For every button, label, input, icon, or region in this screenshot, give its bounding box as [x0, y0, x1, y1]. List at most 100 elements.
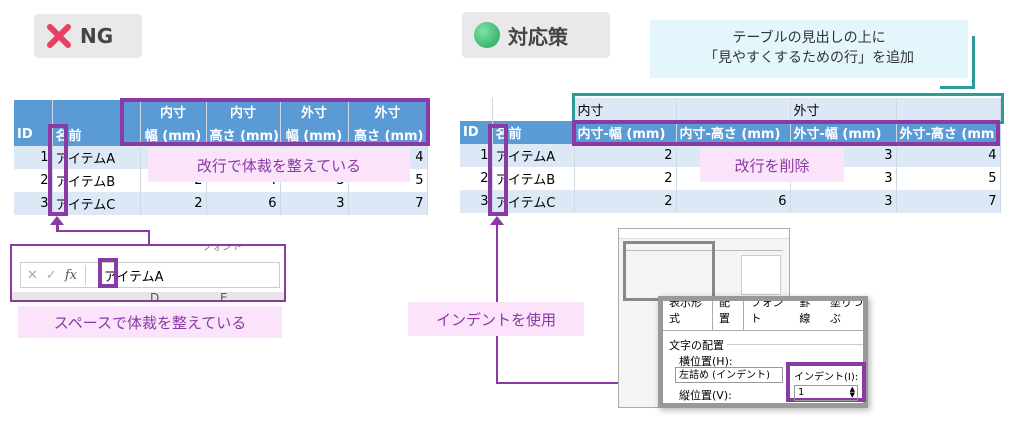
label-indent: インデントを使用 [408, 302, 584, 336]
right-header: ID 名前 内寸-幅 (mm) 内寸-高さ (mm) 外寸-幅 (mm) 外寸-… [460, 121, 1001, 144]
connector-line [56, 222, 59, 232]
left-name-indent-highlight [48, 124, 68, 216]
formula-input[interactable]: アイテムA [103, 269, 164, 285]
table-cell[interactable]: アイテムB [492, 167, 575, 190]
fix-badge: 対応策 [462, 12, 610, 58]
vertical-label: 縦位置(V): [679, 389, 732, 402]
callout-connector [972, 36, 975, 88]
tab-fill[interactable]: 塗りつぶ [829, 296, 864, 325]
col-header-d[interactable]: D [150, 291, 160, 302]
tab-number-format[interactable]: 表示形式 [669, 296, 702, 325]
dialog-tabstrip [623, 243, 783, 251]
left-header-cell: ID [14, 123, 53, 146]
fx-icon[interactable]: fx [64, 267, 77, 283]
table-cell[interactable]: アイテムA [492, 144, 575, 167]
arrow-up-icon [490, 216, 504, 225]
group-cell[interactable]: 外寸 [790, 98, 897, 121]
right-header-highlight [572, 120, 1000, 146]
dialog-titlebar [619, 229, 789, 239]
col-header-e[interactable]: E [220, 291, 228, 302]
right-header-cell: 外寸-高さ (mm) [896, 121, 1001, 144]
callout-line2: 「見やすくするための行」を追加 [704, 50, 914, 66]
formula-bar-row: ✕ ✓ fx アイテムA [20, 262, 280, 288]
left-header-cell: 名前 [52, 123, 141, 146]
right-name-indent-highlight [488, 124, 508, 216]
table-cell[interactable]: アイテムA [52, 146, 141, 169]
group-cell[interactable] [896, 98, 1001, 121]
dialog-zoom-frame [623, 241, 715, 301]
callout-box: テーブルの見出しの上に 「見やすくするための行」を追加 [650, 20, 968, 78]
dialog-tabs: 表示形式 配置 フォント 罫線 塗りつぶ [663, 301, 863, 331]
spinner-arrows-icon[interactable]: ▲▼ [849, 385, 855, 399]
left-header-cell: 幅 (mm) [280, 123, 349, 146]
label-remove-linebreak: 改行を削除 [700, 148, 844, 182]
cancel-icon[interactable]: ✕ [27, 267, 38, 283]
table-cell[interactable]: 7 [896, 190, 1001, 213]
label-space: スペースで体裁を整えている [18, 306, 282, 338]
connector-line [148, 230, 150, 244]
ng-badge: NG [34, 14, 142, 58]
green-circle-icon [474, 22, 500, 48]
left-header-top-cell [52, 100, 141, 123]
table-cell[interactable]: アイテムC [52, 192, 141, 215]
group-cell[interactable] [676, 98, 791, 121]
right-header-cell: 内寸-高さ (mm) [676, 121, 791, 144]
arrow-up-icon [50, 216, 64, 225]
tab-border[interactable]: 罫線 [799, 296, 811, 325]
left-header-top-cell: 外寸 [280, 100, 349, 123]
table-cell[interactable]: 7 [348, 192, 428, 215]
table-row: 3 アイテムC 2 6 3 7 [460, 190, 1001, 213]
right-header-cell: 内寸-幅 (mm) [574, 121, 677, 144]
table-cell[interactable]: アイテムC [492, 190, 575, 213]
ribbon-fragment: フォント [202, 244, 242, 253]
table-cell[interactable]: 1 [14, 146, 53, 169]
cross-icon [47, 24, 71, 48]
label-linebreak: 改行で体裁を整えている [148, 148, 410, 182]
left-header-bottom: ID 名前 幅 (mm) 高さ (mm) 幅 (mm) 高さ (mm) [14, 123, 428, 146]
indent-spinner[interactable]: 1 ▲▼ [794, 385, 858, 401]
table-cell[interactable]: アイテムB [52, 169, 141, 192]
table-cell[interactable]: 3 [790, 190, 897, 213]
table-cell[interactable]: 4 [896, 144, 1001, 167]
right-header-cell: 名前 [492, 121, 575, 144]
table-cell[interactable]: 1 [460, 144, 493, 167]
right-header-cell: 外寸-幅 (mm) [790, 121, 897, 144]
indent-label: インデント(I): [794, 372, 859, 383]
tab-font[interactable]: フォント [750, 296, 784, 325]
dialog-orientation-box [741, 255, 781, 295]
section-divider [727, 344, 863, 345]
left-header-top-cell: 内寸 [206, 100, 281, 123]
table-cell[interactable]: 5 [896, 167, 1001, 190]
table-cell[interactable]: 2 [140, 192, 207, 215]
group-cell[interactable]: 内寸 [574, 98, 677, 121]
table-row: 3 アイテムC 2 6 3 7 [14, 192, 428, 215]
indent-highlight: インデント(I): 1 ▲▼ [786, 362, 866, 402]
table-cell[interactable]: 3 [14, 192, 53, 215]
left-header-top: 内寸 内寸 外寸 外寸 [14, 100, 428, 123]
fix-label: 対応策 [508, 24, 568, 49]
table-cell[interactable]: 6 [676, 190, 791, 213]
formula-indent-highlight [98, 258, 118, 288]
check-icon[interactable]: ✓ [45, 267, 57, 283]
horizontal-label: 横位置(H): [679, 355, 733, 368]
ng-label: NG [80, 24, 114, 48]
formula-bar: フォント ✕ ✓ fx アイテムA D E [10, 244, 286, 302]
table-cell[interactable]: 2 [574, 167, 677, 190]
table-cell[interactable]: 6 [206, 192, 281, 215]
table-cell[interactable]: 2 [460, 167, 493, 190]
table-cell[interactable]: 3 [280, 192, 349, 215]
table-cell[interactable]: 2 [574, 190, 677, 213]
left-header-highlight [120, 98, 430, 146]
left-header-top-cell [14, 100, 53, 123]
tab-alignment[interactable]: 配置 [711, 301, 745, 330]
callout-connector [940, 86, 975, 89]
section-title: 文字の配置 [669, 339, 724, 352]
table-cell[interactable]: 2 [14, 169, 53, 192]
group-cell[interactable] [460, 98, 493, 121]
horizontal-select[interactable]: 左詰め (インデント) [675, 367, 783, 383]
column-header-row: D E [12, 291, 284, 302]
callout-line1: テーブルの見出しの上に [732, 30, 886, 46]
table-cell[interactable]: 2 [574, 144, 677, 167]
indent-value[interactable]: 1 [798, 387, 805, 398]
group-cell[interactable] [492, 98, 575, 121]
